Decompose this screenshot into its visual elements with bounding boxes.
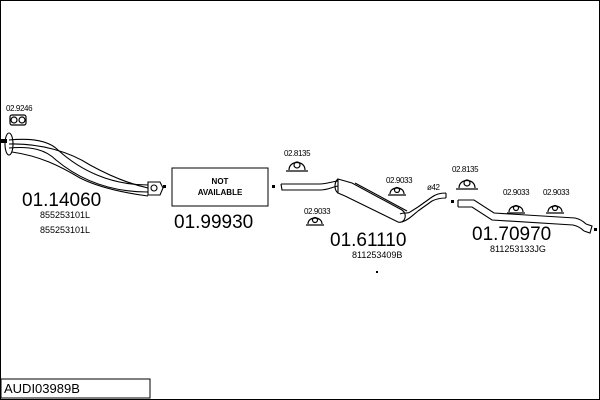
clip-02-9033-rear-1-label: 02.9033 [503,188,530,197]
clip-02-9033-rear-1-icon[interactable] [507,204,525,214]
clip-02-8135-left-icon[interactable] [286,161,308,172]
placeholder-marker-left [163,185,166,188]
clip-02-9033-rear-2-icon[interactable] [546,204,564,214]
connecting-pipe[interactable] [417,192,447,212]
placeholder-marker-right [272,185,275,188]
pipe-marker [451,200,454,203]
part-01-14060-ref-1: 855253101L [40,210,90,220]
clip-02-9246-label: 02.9246 [6,104,33,113]
part-01-61110-ref: 811253409B [352,250,402,260]
part-01-14060-number: 01.14060 [22,190,101,211]
clip-02-9033-lower-label: 02.9033 [304,207,331,216]
part-01-99930-number: 01.99930 [174,212,253,233]
rear-silencer[interactable] [457,199,593,234]
clip-02-9033-upper-icon[interactable] [388,186,406,196]
front-pipe[interactable] [4,132,164,197]
part-01-61110-number: 01.61110 [330,230,406,251]
part-code-box [0,378,151,399]
not-available-box[interactable] [171,167,269,207]
part-code-label: AUDI03989B [4,381,80,396]
clip-02-9246-icon[interactable] [9,114,27,126]
part-01-70970-ref: 811253133JG [490,244,546,254]
diameter-label: ø42 [427,183,441,192]
clip-02-9033-rear-2-label: 02.9033 [543,188,570,197]
middle-silencer[interactable] [280,178,419,223]
decoration-dot [376,271,378,273]
not-available-line-1: NOT [212,177,229,186]
clip-02-9033-lower-icon[interactable] [306,216,324,226]
clip-02-8135-left-label: 02.8135 [284,149,311,158]
part-01-70970-number: 01.70970 [472,224,551,245]
rear-marker [594,228,597,231]
not-available-line-2: AVAILABLE [198,188,243,197]
clip-02-8135-right-label: 02.8135 [452,165,479,174]
part-01-14060-ref-2: 855253101L [40,225,90,235]
front-pipe-flange-tab [1,139,7,143]
clip-02-9033-upper-label: 02.9033 [386,176,413,185]
clip-02-8135-right-icon[interactable] [456,179,478,190]
